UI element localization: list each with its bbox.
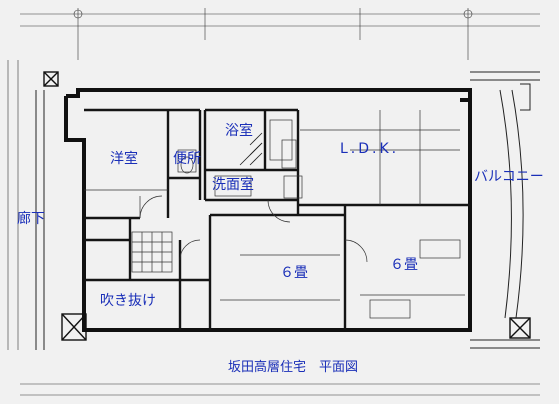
room-label-bath: 浴室 xyxy=(225,123,253,139)
plan-caption: 坂田高層住宅 平面図 xyxy=(228,360,359,375)
room-label-six-mat-1: ６畳 xyxy=(280,265,308,281)
room-label-toilet: 便所 xyxy=(173,151,201,167)
room-label-balcony: バルコニー xyxy=(474,169,544,185)
room-label-ldk: L.D.K. xyxy=(340,141,400,157)
room-label-atrium: 吹き抜け xyxy=(100,293,156,309)
room-label-washroom: 洗面室 xyxy=(212,177,254,193)
room-label-six-mat-2: ６畳 xyxy=(390,257,418,273)
room-label-western-room: 洋室 xyxy=(110,151,138,167)
room-label-corridor: 廊下 xyxy=(17,211,45,227)
